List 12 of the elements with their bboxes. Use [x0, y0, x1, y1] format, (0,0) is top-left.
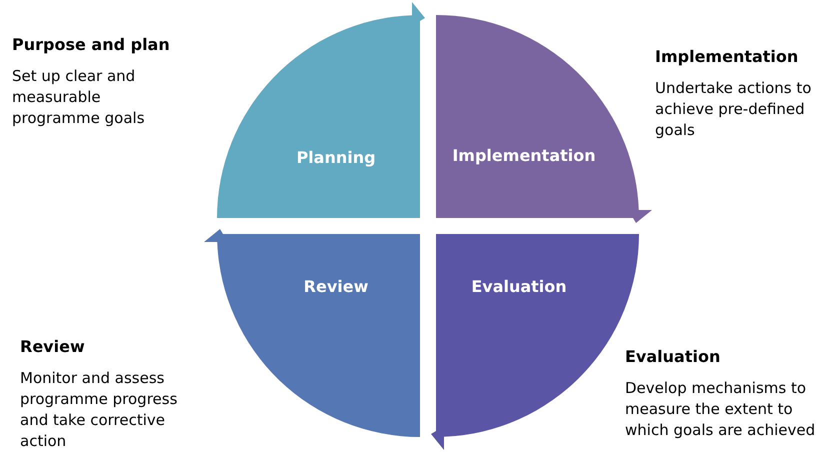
stage-heading: Implementation	[655, 46, 800, 67]
stage-description: Develop mechanisms to measure the extent to which goals are achieved	[625, 378, 816, 441]
segment-label: Review	[304, 276, 368, 298]
stage-heading: Purpose and plan	[12, 34, 171, 55]
segment-label: Planning	[296, 147, 376, 169]
segment-label: Evaluation	[471, 276, 567, 298]
stage-heading: Review	[20, 336, 86, 357]
stage-description: Monitor and assess programme progress and take corrective action	[20, 368, 178, 452]
stage-description: Set up clear and measurable programme goals	[12, 66, 146, 129]
stage-heading: Evaluation	[625, 346, 722, 367]
stage-description: Undertake actions to achieve pre-defined goals	[655, 78, 812, 141]
segment-label: Implementation	[452, 145, 596, 167]
